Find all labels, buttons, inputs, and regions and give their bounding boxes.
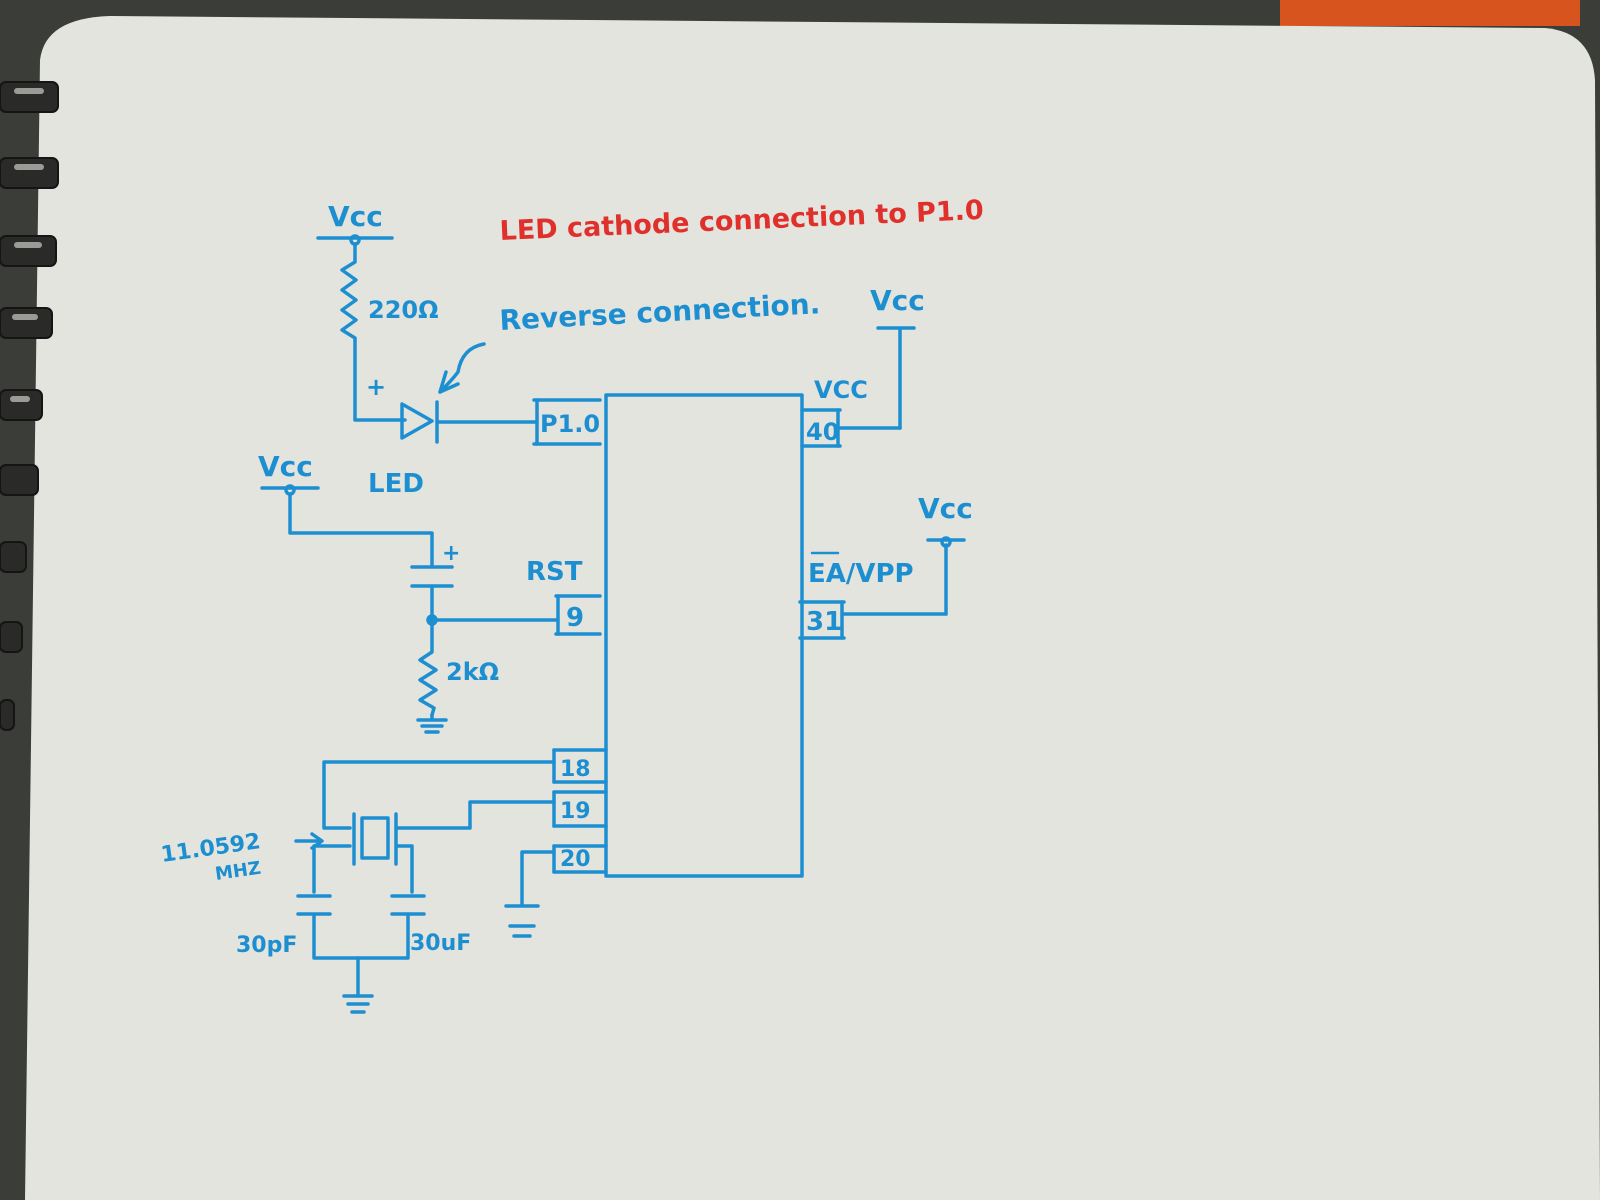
pin-box-9 bbox=[554, 594, 602, 636]
crystal-circuit bbox=[294, 760, 556, 1014]
labels: Vcc 220Ω Reverse connection. Vcc + LED V… bbox=[159, 200, 973, 958]
vcc-label-left: Vcc bbox=[258, 450, 313, 483]
cap-left-label: 30pF bbox=[236, 933, 297, 958]
resistor-220-symbol bbox=[340, 242, 407, 422]
pin20-ground bbox=[504, 850, 556, 938]
pin-label-31: 31 bbox=[806, 607, 842, 637]
pin-name-rst: RST bbox=[526, 557, 583, 587]
reset-network bbox=[260, 484, 558, 734]
schematic bbox=[260, 234, 966, 1014]
cap-plus-label: + bbox=[442, 541, 460, 566]
resistor-220-label: 220Ω bbox=[368, 296, 439, 324]
pin-label-19: 19 bbox=[560, 799, 591, 824]
vcc-label-right: Vcc bbox=[918, 492, 973, 525]
vcc-label-top-left: Vcc bbox=[328, 200, 383, 233]
pin-name-ea: EA/VPP bbox=[808, 559, 914, 589]
cap-right-label: 30uF bbox=[410, 931, 471, 956]
pin-box-31 bbox=[798, 536, 966, 640]
led-plus-label: + bbox=[366, 373, 386, 401]
pin-box-p10 bbox=[532, 398, 602, 446]
spiral-binding bbox=[0, 81, 59, 731]
pin-label-40: 40 bbox=[806, 418, 839, 446]
vcc-pin40-label: VCC bbox=[814, 376, 868, 404]
pin-label-18: 18 bbox=[560, 757, 591, 782]
led-label: LED bbox=[368, 469, 424, 499]
pin-label-9: 9 bbox=[566, 603, 584, 633]
reverse-arrow bbox=[438, 342, 486, 394]
notebook-page bbox=[25, 16, 1600, 1200]
led-symbol bbox=[400, 400, 539, 444]
pin-box-18 bbox=[552, 748, 608, 784]
top-right-orange-strip bbox=[1280, 0, 1580, 26]
pin-label-20: 20 bbox=[560, 847, 591, 872]
ic-body bbox=[604, 393, 804, 878]
pin-box-40 bbox=[800, 326, 916, 448]
vcc-label-top-right: Vcc bbox=[870, 284, 925, 317]
resistor-2k-label: 2kΩ bbox=[446, 658, 499, 686]
pin-label-p10: P1.0 bbox=[540, 410, 600, 438]
pin-box-19 bbox=[552, 790, 608, 828]
